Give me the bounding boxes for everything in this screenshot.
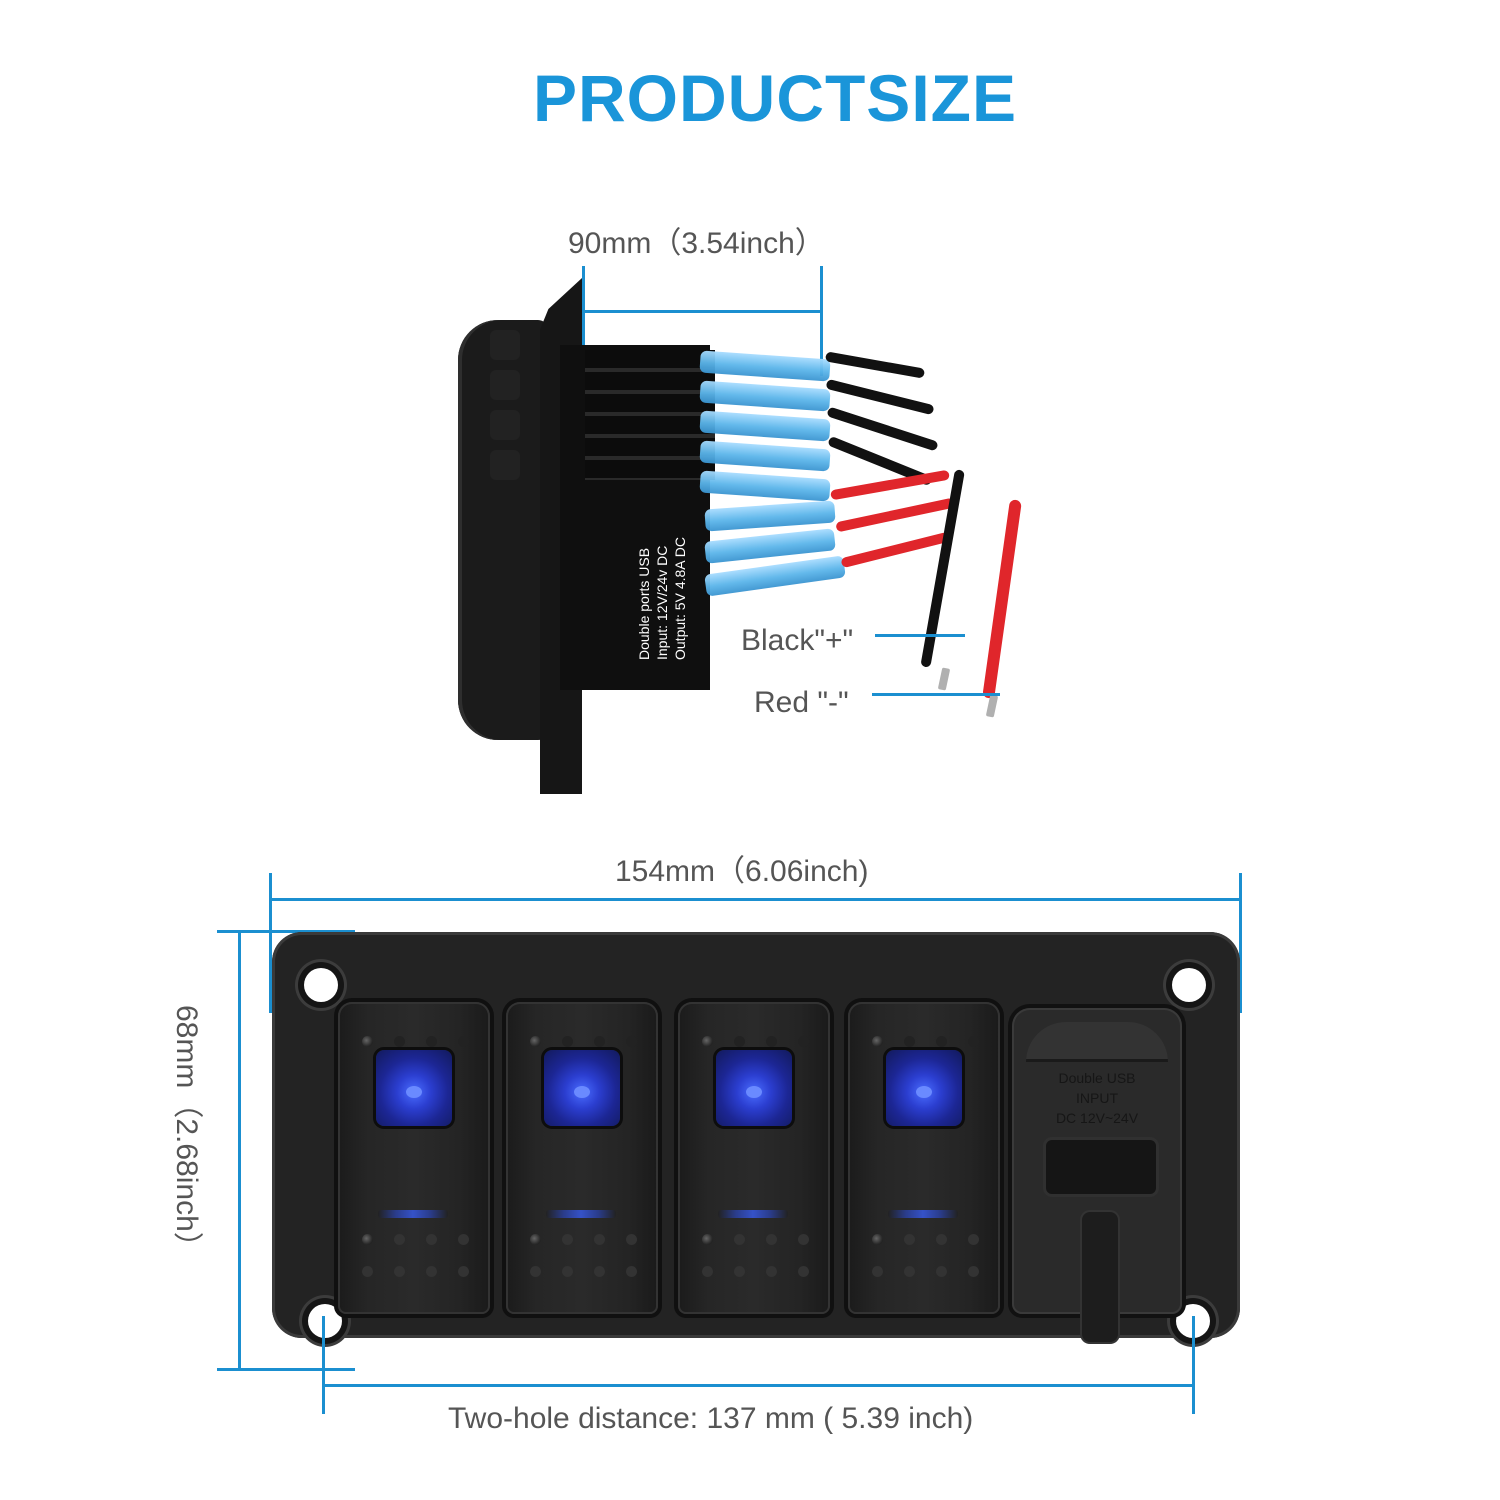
depth-dimension-label: 90mm（3.54inch） — [568, 227, 825, 260]
usb-label-line2: Input: 12V/24v DC — [654, 545, 670, 660]
connector — [699, 470, 831, 502]
height-dimension-bottom-tick — [217, 1368, 355, 1371]
hole-distance-left-tick — [322, 1316, 325, 1414]
width-dimension-line — [271, 898, 1241, 901]
connector — [704, 500, 836, 532]
usb-socket-text-line3: DC 12V~24V — [1055, 1110, 1139, 1126]
switch-rocker-stack — [458, 320, 548, 740]
hole-distance-line — [323, 1384, 1193, 1387]
rivet-dot — [530, 1234, 541, 1245]
lower-indicator-strip — [378, 1210, 448, 1218]
height-dimension-top-tick — [217, 930, 355, 933]
led-indicator-icon — [716, 1050, 792, 1126]
rivet-dot — [362, 1036, 373, 1047]
rivet-dot — [702, 1234, 713, 1245]
height-dimension-line — [238, 930, 241, 1370]
lower-indicator-strip — [718, 1210, 788, 1218]
height-dimension-label: 68mm（2.68inch） — [170, 1005, 218, 1285]
red-wire — [830, 469, 950, 501]
black-wire-label: Black"+" — [741, 624, 854, 657]
mounting-hole-top-left — [304, 968, 338, 1002]
usb-label-line3: Output: 5V 4.8A DC — [672, 537, 688, 660]
red-wire — [835, 497, 955, 533]
red-wire — [840, 531, 950, 569]
usb-socket-text-line1: Double USB — [1058, 1070, 1136, 1086]
usb-cap-hinge — [1026, 1022, 1168, 1062]
red-lead-wire — [982, 499, 1022, 699]
depth-dimension-right-line — [820, 266, 823, 376]
connector — [699, 440, 831, 472]
mounting-hole-top-right — [1172, 968, 1206, 1002]
rocker-switch-1[interactable] — [338, 1002, 490, 1314]
led-indicator-icon — [886, 1050, 962, 1126]
height-dimension-text: 68mm（2.68inch） — [170, 1005, 203, 1262]
side-view: 90mm（3.54inch） Double ports USB Input: 1… — [458, 227, 1022, 794]
black-wire — [824, 351, 926, 379]
rivet-dot — [872, 1036, 883, 1047]
rivet-dot — [362, 1234, 373, 1245]
width-dimension-left-tick — [269, 873, 272, 1013]
mounting-hole-bottom-left — [308, 1304, 342, 1338]
connector — [699, 350, 831, 382]
depth-dimension-line — [584, 310, 822, 313]
lower-indicator-strip — [888, 1210, 958, 1218]
black-wire-tip — [937, 667, 951, 691]
hole-distance-right-tick — [1192, 1316, 1195, 1414]
width-dimension-label: 154mm（6.06inch) — [615, 855, 869, 888]
rivet-dot — [530, 1036, 541, 1047]
rocker-switch-3[interactable] — [678, 1002, 830, 1314]
width-dimension-right-tick — [1239, 873, 1242, 1013]
led-indicator-icon — [544, 1050, 620, 1126]
switch-terminals — [585, 350, 715, 480]
rivet-dot — [702, 1036, 713, 1047]
rocker-edge — [490, 330, 520, 360]
page-title: PRODUCTSIZE — [532, 61, 1018, 135]
black-wire-pointer — [875, 634, 965, 637]
usb-cover-tab[interactable] — [1082, 1212, 1118, 1342]
red-wire-pointer — [872, 693, 1000, 696]
rocker-switch-4[interactable] — [848, 1002, 1000, 1314]
rivet-dot — [872, 1234, 883, 1245]
rocker-switch-2[interactable] — [506, 1002, 658, 1314]
red-wire-label: Red "-" — [754, 686, 849, 719]
lower-indicator-strip — [546, 1210, 616, 1218]
depth-dimension-left-line — [582, 266, 585, 376]
connector — [699, 380, 831, 412]
usb-socket-text-line2: INPUT — [1076, 1090, 1118, 1106]
hole-distance-label: Two-hole distance: 137 mm ( 5.39 inch) — [448, 1402, 974, 1435]
usb-label-line1: Double ports USB — [636, 547, 652, 660]
connector — [699, 410, 831, 442]
led-indicator-icon — [376, 1050, 452, 1126]
usb-port-slot[interactable] — [1046, 1140, 1156, 1194]
